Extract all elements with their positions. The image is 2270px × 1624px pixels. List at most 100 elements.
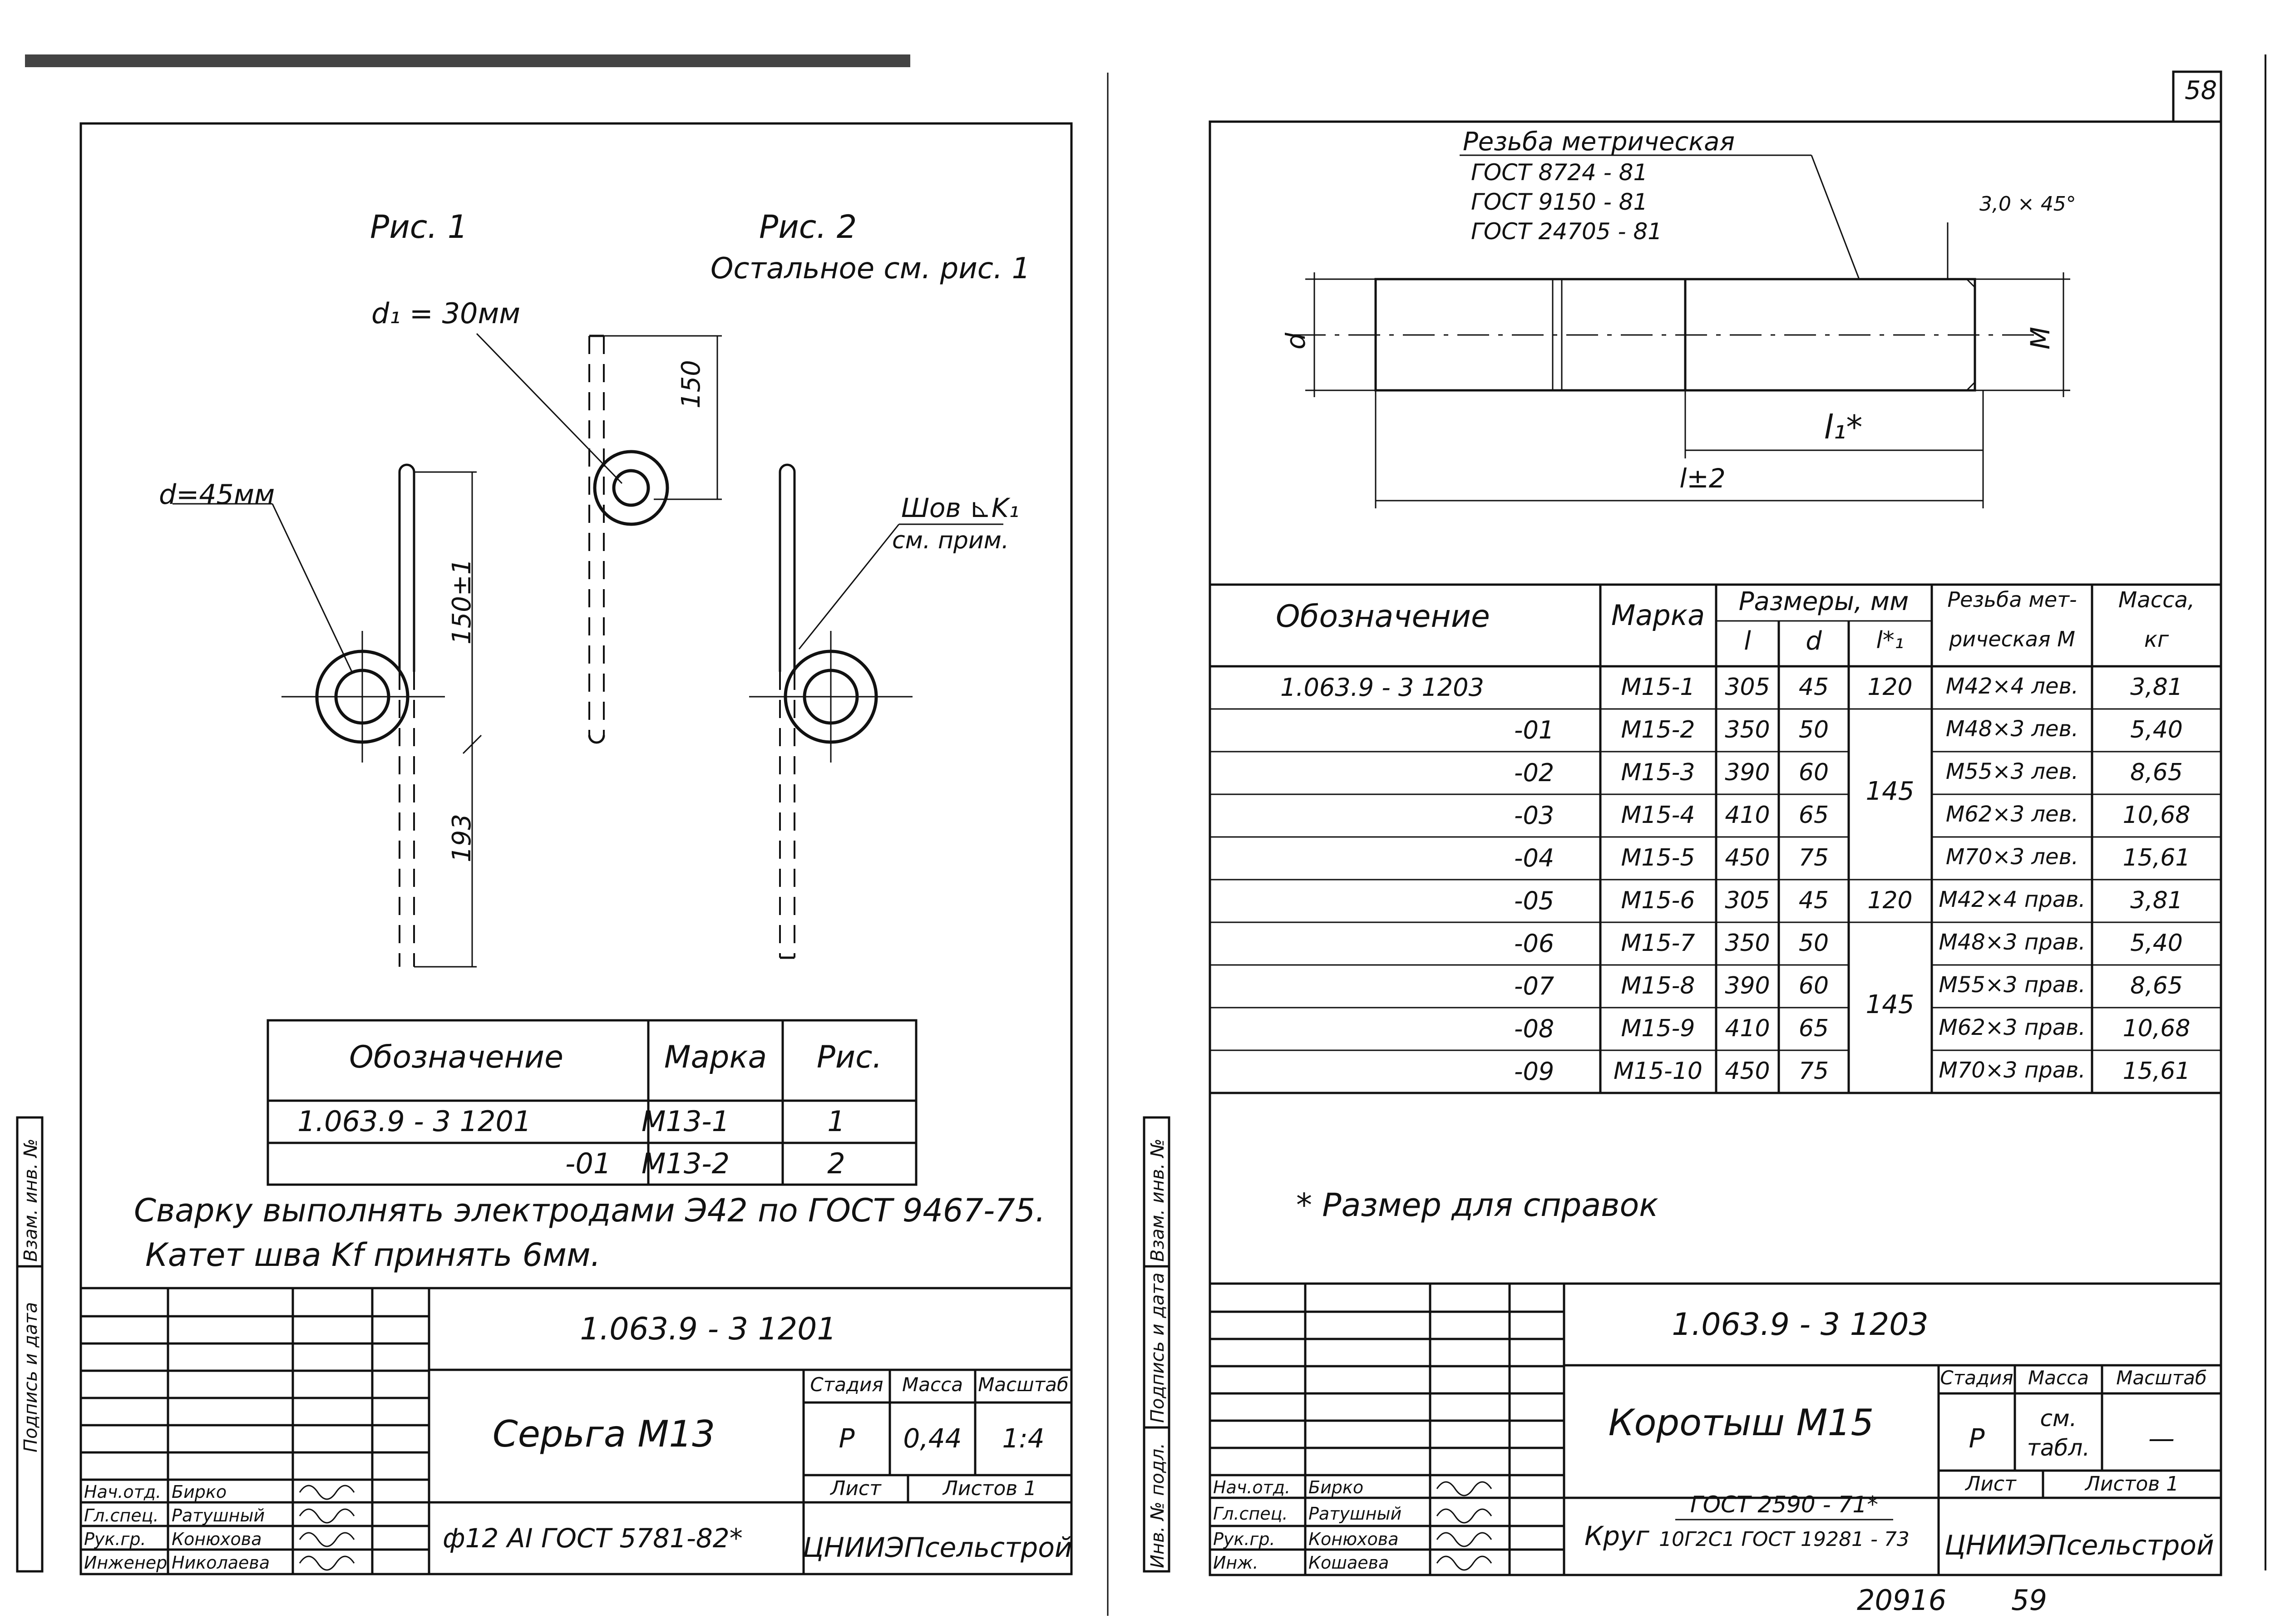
rt-row5-l: 450 bbox=[1725, 844, 1770, 871]
right-side-label-sign: Подпись и дата bbox=[1147, 1272, 1168, 1423]
right-tb-material-prefix: Круг bbox=[1584, 1521, 1649, 1551]
right-tb-role2: Гл.спец. bbox=[1213, 1504, 1288, 1524]
rt-row3-mass: 8,65 bbox=[2130, 759, 2183, 786]
right-tb-role1: Нач.отд. bbox=[1213, 1477, 1291, 1497]
right-tb-material-bottom: 10Г2С1 ГОСТ 19281 - 73 bbox=[1659, 1528, 1910, 1551]
footnote: * Размер для справок bbox=[1296, 1186, 1658, 1224]
stud-dim-d: d bbox=[1280, 333, 1311, 349]
right-tb-name2: Ратушный bbox=[1308, 1504, 1402, 1524]
stud-dim-M: М bbox=[2025, 326, 2056, 349]
rt-row2-designation: -01 bbox=[1514, 716, 1554, 744]
left-table-header-mark: Марка bbox=[664, 1039, 767, 1075]
rt-row9-designation: -08 bbox=[1514, 1014, 1554, 1043]
left-tb-material: ф12 AI ГОСТ 5781-82* bbox=[443, 1523, 743, 1554]
right-tb-material-top: ГОСТ 2590 - 71* bbox=[1690, 1491, 1879, 1518]
right-side-label-inv: Взам. инв. № bbox=[1147, 1138, 1168, 1262]
rt-row4-d: 65 bbox=[1798, 802, 1829, 829]
right-tb-sheets: Листов 1 bbox=[2085, 1472, 2179, 1496]
rt-header-l: l bbox=[1744, 626, 1751, 656]
right-tb-code: 1.063.9 - 3 1203 bbox=[1672, 1307, 1929, 1343]
left-tb-name4: Николаева bbox=[172, 1553, 270, 1573]
left-table-row1-fig: 1 bbox=[827, 1105, 845, 1138]
rt-header-thread1: Резьба мет- bbox=[1947, 587, 2077, 612]
rt-row3-thread: М55×3 лев. bbox=[1945, 759, 2079, 784]
right-tb-sheet: Лист bbox=[1965, 1472, 2016, 1496]
left-tb-scale: 1:4 bbox=[1002, 1423, 1045, 1454]
right-tb-name1: Бирко bbox=[1308, 1477, 1364, 1497]
left-tb-role3: Рук.гр. bbox=[84, 1529, 146, 1549]
rt-row5-mark: М15-5 bbox=[1621, 844, 1695, 871]
rt-row9-l: 410 bbox=[1725, 1015, 1770, 1042]
rt-row3-l1: 145 bbox=[1865, 777, 1915, 806]
right-tb-mass1: см. bbox=[2040, 1405, 2077, 1432]
left-table-row2-fig: 2 bbox=[827, 1147, 845, 1180]
rt-header-mark: Марка bbox=[1611, 599, 1705, 632]
left-tb-sheet: Лист bbox=[830, 1477, 881, 1500]
rt-header-sizes: Размеры, мм bbox=[1738, 587, 1909, 616]
right-tb-name3: Конюхова bbox=[1308, 1529, 1399, 1549]
thread-note-gost3: ГОСТ 24705 - 81 bbox=[1471, 218, 1663, 245]
rt-header-d: d bbox=[1806, 626, 1822, 656]
stud-dim-l1: l₁* bbox=[1824, 408, 1863, 446]
rt-row7-mark: М15-7 bbox=[1621, 930, 1695, 957]
weld-label: Шов ⊾K₁ bbox=[901, 492, 1020, 523]
rt-row2-l: 350 bbox=[1725, 716, 1770, 743]
dim-150pm: 150±1 bbox=[447, 558, 477, 645]
right-tb-header-stage: Стадия bbox=[1940, 1367, 2013, 1389]
rt-row8-designation: -07 bbox=[1514, 972, 1554, 1000]
thread-note-title: Резьба метрическая bbox=[1463, 127, 1735, 157]
rt-row6-designation: -05 bbox=[1514, 886, 1554, 915]
rt-row9-mark: М15-9 bbox=[1621, 1015, 1695, 1042]
right-tb-scale: — bbox=[2148, 1423, 2175, 1454]
page-number: 58 bbox=[2185, 76, 2217, 105]
left-tb-role2: Гл.спец. bbox=[84, 1506, 159, 1526]
left-table-header-designation: Обозначение bbox=[349, 1039, 563, 1075]
rt-row7-l: 350 bbox=[1725, 930, 1770, 957]
left-tb-sheets: Листов 1 bbox=[943, 1477, 1037, 1500]
dim-193: 193 bbox=[447, 814, 477, 862]
rt-row1-l: 305 bbox=[1725, 674, 1770, 701]
rt-row6-l1: 120 bbox=[1867, 887, 1913, 914]
right-tb-stage: Р bbox=[1969, 1423, 1985, 1454]
rt-row6-thread: М42×4 прав. bbox=[1939, 887, 2086, 912]
rt-row9-d: 65 bbox=[1798, 1015, 1829, 1042]
left-note-line1: Сварку выполнять электродами Э42 по ГОСТ… bbox=[134, 1192, 1046, 1229]
rt-row4-thread: М62×3 лев. bbox=[1945, 802, 2079, 827]
rt-row1-l1: 120 bbox=[1867, 674, 1913, 701]
rt-row6-l: 305 bbox=[1725, 887, 1770, 914]
rt-row7-mass: 5,40 bbox=[2130, 930, 2183, 957]
rt-row3-d: 60 bbox=[1798, 759, 1829, 786]
fig1-label: Рис. 1 bbox=[370, 208, 468, 246]
rt-row8-mass: 8,65 bbox=[2130, 972, 2183, 999]
left-tb-role4: Инженер bbox=[84, 1553, 168, 1573]
rt-row1-designation: 1.063.9 - 3 1203 bbox=[1280, 673, 1484, 702]
weld-note: см. прим. bbox=[892, 527, 1009, 554]
left-tb-header-scale: Масштаб bbox=[978, 1373, 1069, 1396]
dim-d1: d₁ = 30мм bbox=[371, 297, 521, 330]
chamfer-label: 3,0 × 45° bbox=[1979, 192, 2076, 216]
rt-row8-d: 60 bbox=[1798, 972, 1829, 999]
rt-row6-d: 45 bbox=[1798, 887, 1829, 914]
rt-row8-l1: 145 bbox=[1865, 990, 1915, 1019]
rt-row10-thread: М70×3 прав. bbox=[1939, 1058, 2086, 1083]
rt-row1-mass: 3,81 bbox=[2130, 674, 2183, 701]
rt-row4-mark: М15-4 bbox=[1621, 802, 1695, 829]
right-tb-role3: Рук.гр. bbox=[1213, 1529, 1275, 1549]
left-tb-name1: Бирко bbox=[172, 1482, 227, 1502]
left-side-label-sign: Подпись и дата bbox=[20, 1302, 41, 1452]
rt-row10-mass: 15,61 bbox=[2122, 1058, 2191, 1085]
thread-note-gost1: ГОСТ 8724 - 81 bbox=[1471, 159, 1648, 186]
rt-row10-mark: М15-10 bbox=[1614, 1058, 1702, 1085]
stud-dim-l: l±2 bbox=[1679, 463, 1726, 494]
dim-150: 150 bbox=[676, 360, 706, 408]
right-tb-name4: Кошаева bbox=[1308, 1553, 1389, 1573]
right-side-label-podl: Инв. № подл. bbox=[1147, 1443, 1168, 1568]
rt-row3-mark: М15-3 bbox=[1621, 759, 1695, 786]
rt-row1-mark: М15-1 bbox=[1621, 674, 1695, 701]
left-tb-name: Серьга М13 bbox=[492, 1413, 716, 1455]
rt-row7-d: 50 bbox=[1798, 930, 1829, 957]
right-tb-header-scale: Масштаб bbox=[2116, 1367, 2207, 1389]
rt-header-l1: l*₁ bbox=[1876, 627, 1904, 654]
rt-row5-mass: 15,61 bbox=[2122, 844, 2191, 871]
